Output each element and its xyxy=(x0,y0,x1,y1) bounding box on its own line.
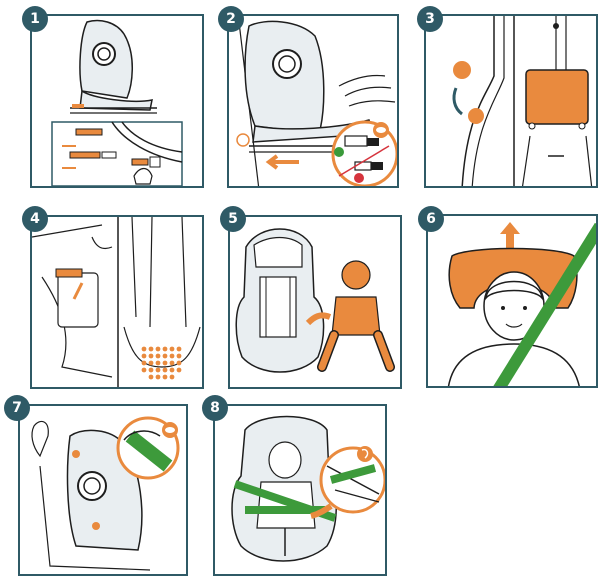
step-1-badge: 1 xyxy=(22,6,48,32)
step-7-illustration xyxy=(20,406,188,576)
step-8-illustration xyxy=(215,406,387,576)
step-2-panel xyxy=(227,14,399,188)
step-3-illustration xyxy=(426,16,598,188)
harness-pad-dots xyxy=(142,347,182,380)
step-5-panel xyxy=(228,215,402,389)
step-3-panel xyxy=(424,14,598,188)
step-6-badge: 6 xyxy=(418,206,444,232)
check-icon xyxy=(334,147,344,157)
step-5-illustration xyxy=(230,217,402,389)
step-2-badge: 2 xyxy=(218,6,244,32)
step-4-panel xyxy=(30,215,204,389)
step-8-panel xyxy=(213,404,387,576)
step-4-illustration xyxy=(32,217,204,389)
arrow-icon xyxy=(500,222,520,252)
step-5-badge: 5 xyxy=(220,206,246,232)
step-2-illustration xyxy=(229,16,399,188)
step-6-panel xyxy=(426,214,598,388)
step-8-badge: 8 xyxy=(202,395,228,421)
step-1-panel xyxy=(30,14,204,188)
step-6-illustration xyxy=(428,216,598,388)
step-7-badge: 7 xyxy=(4,395,30,421)
cross-icon xyxy=(354,173,364,183)
ear-icon xyxy=(357,446,373,462)
step-4-badge: 4 xyxy=(22,206,48,232)
step-3-badge: 3 xyxy=(417,6,443,32)
step-1-illustration xyxy=(32,16,204,188)
step-7-panel xyxy=(18,404,188,576)
